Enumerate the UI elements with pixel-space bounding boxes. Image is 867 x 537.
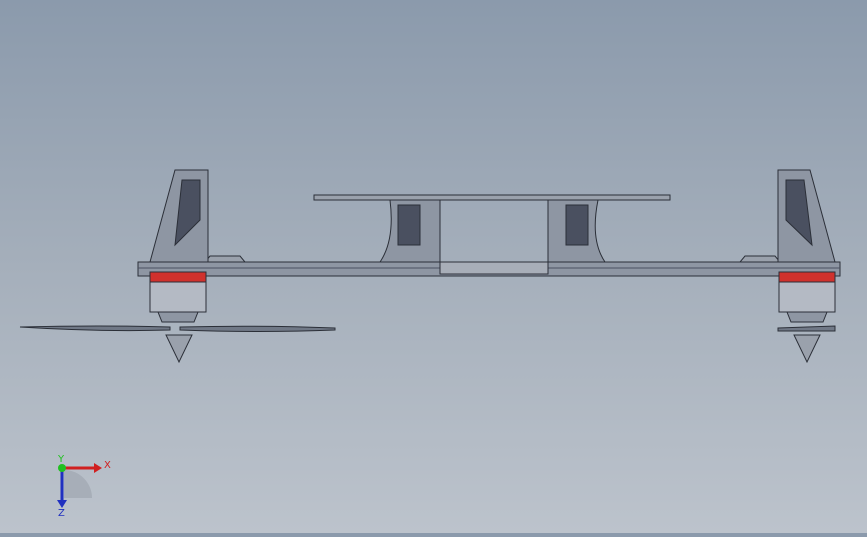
right-landing-leg[interactable]: [777, 169, 836, 263]
y-axis-dot: [58, 464, 66, 472]
reference-triad: X Y Z: [40, 450, 130, 520]
x-axis-label: X: [104, 460, 111, 471]
right-propeller[interactable]: [777, 325, 836, 332]
main-frame[interactable]: [137, 255, 841, 277]
y-axis-label: Y: [57, 454, 65, 465]
left-standoff-bracket[interactable]: [379, 199, 441, 263]
z-axis-label: Z: [58, 508, 65, 519]
right-motor[interactable]: [778, 271, 836, 364]
left-landing-leg[interactable]: [149, 169, 209, 263]
left-propeller[interactable]: [19, 325, 336, 332]
triad-svg: X Y Z: [57, 454, 111, 519]
top-plate[interactable]: [313, 194, 671, 201]
left-motor[interactable]: [149, 271, 207, 364]
right-standoff-bracket[interactable]: [547, 199, 606, 263]
